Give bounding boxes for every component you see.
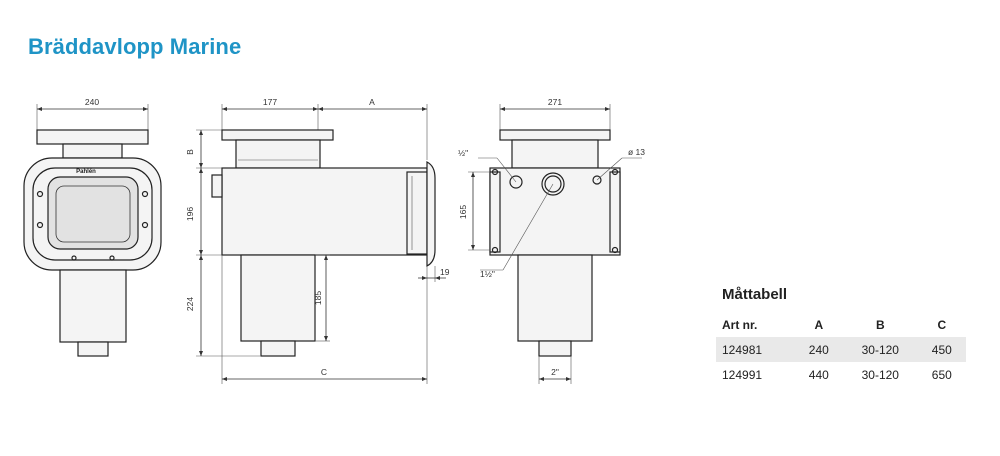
cell-art-nr: 124981 bbox=[716, 337, 795, 362]
dim-2-inch: 2" bbox=[551, 367, 559, 377]
dim-19: 19 bbox=[440, 267, 450, 277]
header-B: B bbox=[875, 317, 885, 332]
dim-d13: ø 13 bbox=[628, 147, 645, 157]
header-art-nr: Art nr. bbox=[722, 317, 758, 332]
cell-A: 240 bbox=[794, 337, 843, 362]
table-row: 124991 440 30-120 650 bbox=[716, 362, 966, 387]
dim-C: C bbox=[321, 367, 327, 377]
dim-1half-inch: 1½" bbox=[480, 269, 495, 279]
cell-B: 30-120 bbox=[861, 367, 899, 382]
dim-front-width: 240 bbox=[85, 97, 99, 107]
dim-196: 196 bbox=[185, 207, 195, 221]
cell-art-nr: 124991 bbox=[722, 367, 763, 382]
dim-B: B bbox=[185, 149, 195, 155]
cell-B: 30-120 bbox=[843, 337, 918, 362]
cell-C: 650 bbox=[931, 367, 952, 382]
dim-rear-width: 271 bbox=[548, 97, 562, 107]
header-A: A bbox=[814, 317, 824, 332]
dim-224: 224 bbox=[185, 297, 195, 311]
side-view: 177 A B 196 224 185 bbox=[185, 97, 450, 384]
table-header-row: Art nr. A B C bbox=[716, 312, 966, 337]
dim-165: 165 bbox=[458, 205, 468, 219]
cell-A: 440 bbox=[808, 367, 829, 382]
dim-185-side: 185 bbox=[313, 291, 323, 305]
cell-C: 450 bbox=[917, 337, 966, 362]
rear-view: 271 165 ½" ø 13 bbox=[458, 97, 645, 384]
table-title: Måttabell bbox=[722, 286, 788, 303]
dimension-table: Art nr. A B C 124981 240 30-120 450 1249… bbox=[716, 312, 966, 387]
logo-text: Pahlén bbox=[76, 169, 96, 175]
header-C: C bbox=[937, 317, 947, 332]
table-row: 124981 240 30-120 450 bbox=[716, 337, 966, 362]
front-view: 240 Pahlén bbox=[23, 97, 162, 357]
dim-half-inch: ½" bbox=[458, 148, 468, 158]
dim-A: A bbox=[369, 97, 375, 107]
page-title: Bräddavlopp Marine bbox=[28, 34, 242, 59]
dim-177: 177 bbox=[263, 97, 277, 107]
